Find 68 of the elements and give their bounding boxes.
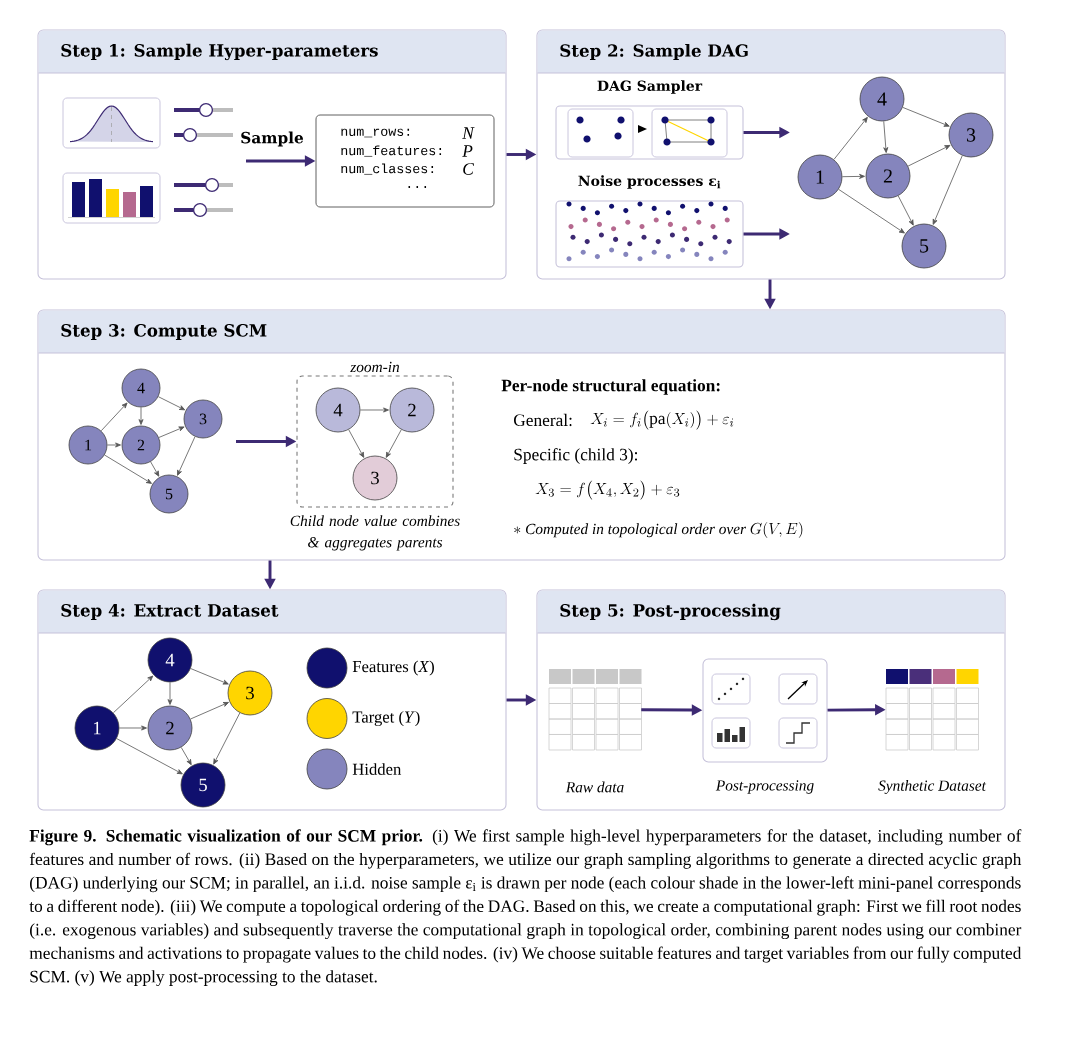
arrow <box>150 461 160 477</box>
arrow <box>883 120 889 153</box>
graph-node: 3 <box>183 399 223 439</box>
equation: $X_3 = f\bigl(X_4, X_2\bigr) + \varepsilon_3$ <box>535 480 680 500</box>
arrow <box>104 454 152 484</box>
arrow <box>107 442 121 448</box>
arrow <box>838 189 905 234</box>
node-label: Post-processing <box>715 780 814 794</box>
node-label: Synthetic Dataset <box>878 780 987 794</box>
graph-node: 5 <box>901 223 947 269</box>
arrow <box>116 738 183 775</box>
sampler-box: DAG Sampler <box>555 80 744 160</box>
panel-heading: Step 4: Extract Dataset <box>37 590 507 634</box>
equation-heading: Per-node structural equation: <box>501 379 720 395</box>
arrow <box>842 173 865 179</box>
graph-node: 1 <box>797 154 843 200</box>
graph-node: 2 <box>147 705 193 751</box>
graph-node: 3 <box>352 455 398 501</box>
arrow <box>190 702 229 720</box>
legend-label: Features (X) <box>352 660 434 676</box>
graph-node: 2 <box>389 387 435 433</box>
graph-node: 4 <box>315 387 361 433</box>
graph-node: 5 <box>149 474 189 514</box>
arrow <box>902 107 950 127</box>
noise-box: Noise processes ε$_{i}$ <box>555 175 744 268</box>
arrow <box>119 725 147 731</box>
arrow <box>113 675 154 714</box>
arrow <box>167 682 173 705</box>
graph-node: 2 <box>121 425 161 465</box>
equation: $X_i = f_i\bigl(\mathrm{pa}(X_i)\bigr) + \varepsilon_i$ <box>590 410 734 430</box>
arrow <box>348 429 365 458</box>
arrow <box>100 402 128 432</box>
legend-label: Target (Y) <box>352 710 420 727</box>
panel-heading: Step 5: Post-processing <box>536 590 1006 634</box>
graph-node: 4 <box>859 76 905 122</box>
arrow <box>833 116 868 160</box>
graph-node: 3 <box>227 670 273 716</box>
arrow <box>190 668 229 685</box>
graph-node: 1 <box>68 425 108 465</box>
arrow <box>897 195 914 226</box>
arrow <box>158 426 185 438</box>
node-label: Raw data <box>565 781 624 793</box>
node-label: Child node value combines & aggregates parents <box>290 515 460 551</box>
graph-node: 1 <box>74 705 120 751</box>
arrow <box>180 747 192 766</box>
arrow <box>907 145 951 167</box>
arrow <box>177 436 196 476</box>
graph-node: 2 <box>865 153 911 199</box>
arrow <box>213 712 241 765</box>
legend-label: Hidden <box>352 763 402 775</box>
caption: Figure 9. Schematic visualization of our SCM prior. (i) We first sample high-level hyperparameters for the dataset, including number of features and number of rows. (ii) Based on the hyperparameters, we utilize our graph sampling algorithms to generate a directed acyclic graph (DAG) underlying our SCM; in parallel, an i.i.d. noise sample ε$_{i}$ is drawn per node (each colour shade in the lower-left mini-panel corresponds to a different node). (iii) We compute a topological ordering of the DAG. Based on this, we create a computational graph: First we fill root nodes (i.e. exogenous variables) and subsequently traverse the computational graph in topological order, combining parent nodes using our combiner mechanisms and activations to propagate values to the child nodes. (iv) We choose suitable features and target variables from our fully computed SCM. (v) We apply post-processing to the dataset. <box>29 829 1022 986</box>
note: $\ast\ \textit{Computed in topological order over}\ G(V,E)$ <box>514 522 803 538</box>
panel-heading: Step 1: Sample Hyper-parameters <box>37 30 507 74</box>
edge-label: Sample <box>241 131 304 147</box>
parameter-box: num_rows: N num_features: P num_classes: C ... <box>315 114 495 208</box>
graph-node: 3 <box>948 112 994 158</box>
graph-node: 5 <box>180 762 226 808</box>
panel-heading: Step 2: Sample DAG <box>536 30 1006 74</box>
panel-heading: Step 3: Compute SCM <box>37 310 1006 354</box>
arrow <box>932 155 963 225</box>
arrow <box>385 429 402 458</box>
arrow <box>157 396 186 411</box>
graph-node: 4 <box>147 637 193 683</box>
arrow <box>138 407 144 425</box>
equation-label: Specific (child 3): <box>514 448 637 464</box>
graph-node: 4 <box>121 368 161 408</box>
arrow <box>360 407 389 413</box>
equation-label: General: <box>514 413 572 427</box>
